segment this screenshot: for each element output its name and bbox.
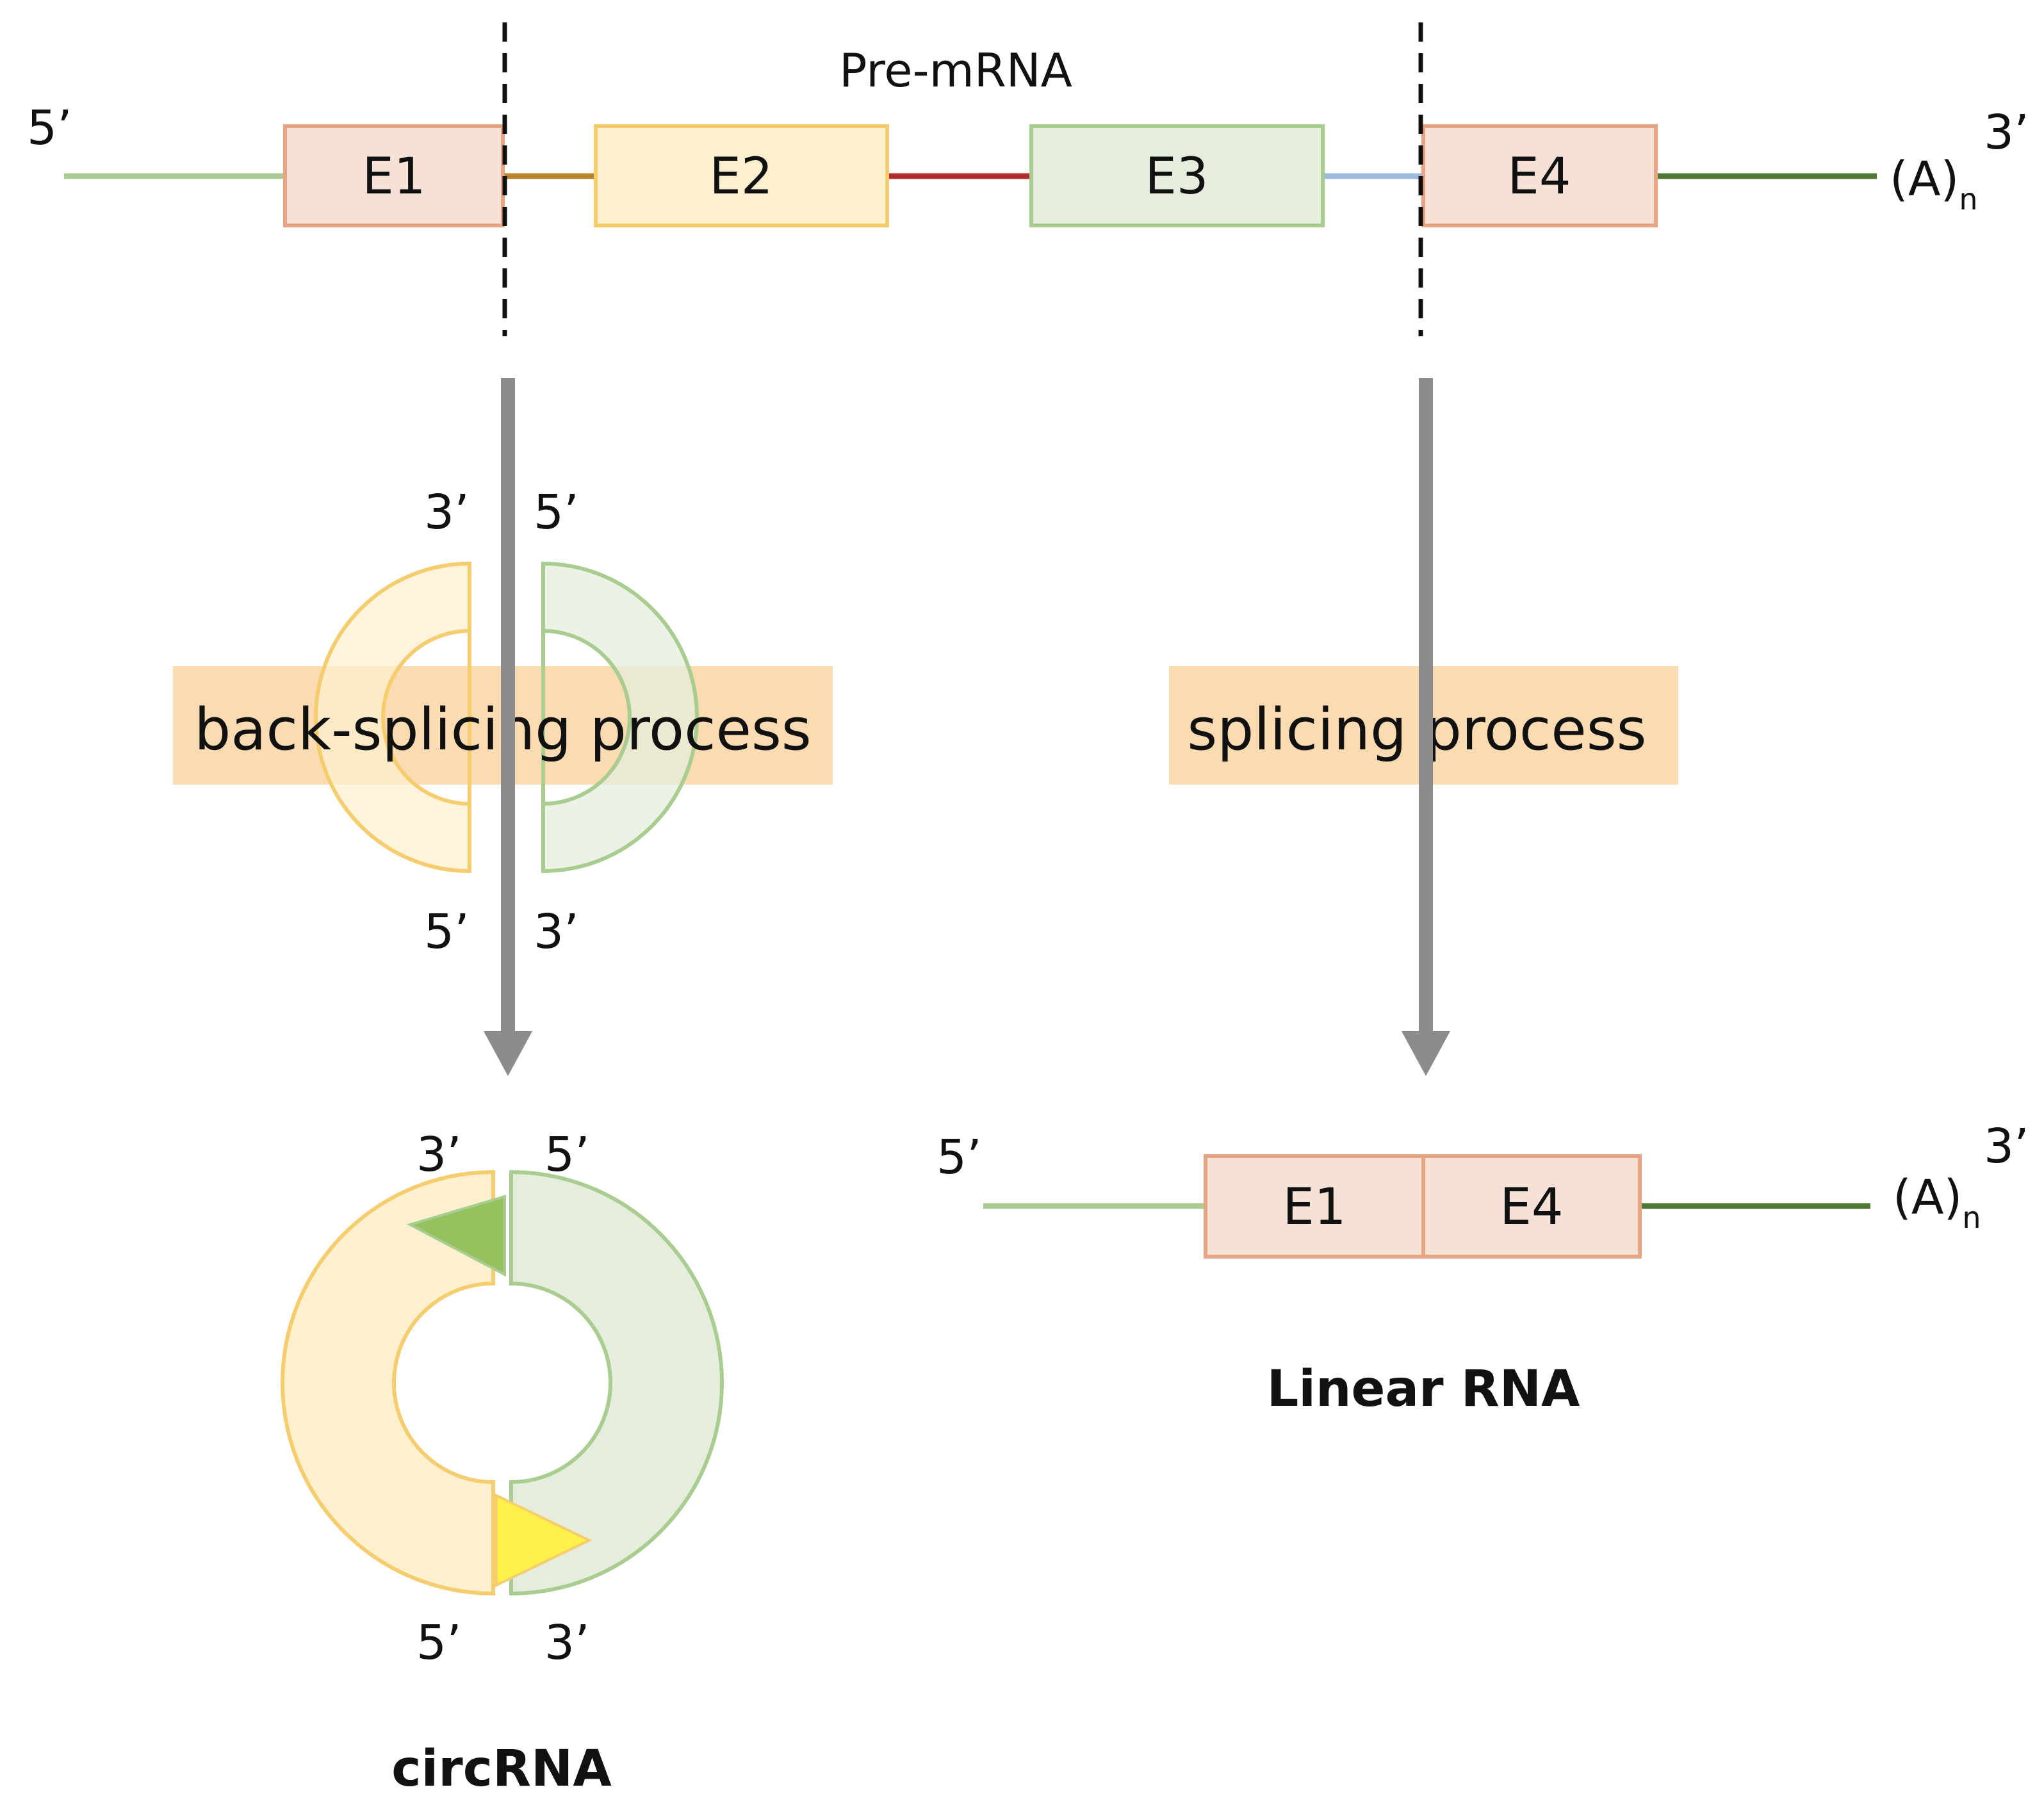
yellow-half-ring	[314, 561, 471, 874]
back-splicing-section: back-splicing process 3’ 5’ 5’ 3’	[173, 378, 833, 1076]
exon-e3: E3	[1029, 124, 1325, 227]
exon-e1-label: E1	[363, 148, 426, 206]
exon-e3-label: E3	[1145, 148, 1209, 206]
linear-3prime-label: 3’	[1984, 1119, 2029, 1174]
linear-exon-e1: E1	[1204, 1154, 1425, 1259]
back-splicing-bottom-right-label: 3’	[534, 904, 579, 959]
pre-mrna-3prime-label: 3’	[1984, 105, 2029, 160]
back-splicing-arrowhead	[484, 1031, 532, 1076]
circrna-title: circRNA	[391, 1740, 611, 1798]
exon-e4: E4	[1421, 124, 1658, 227]
back-splicing-top-right-label: 5’	[534, 485, 579, 540]
circrna-green-junction-marker	[406, 1194, 506, 1277]
circrna-top-right-label: 5’	[544, 1127, 590, 1182]
linear-exon-e1-label: E1	[1283, 1178, 1346, 1236]
linear-5prime-label: 5’	[936, 1130, 982, 1185]
exon-e2-box	[594, 124, 889, 227]
circrna-green-half	[509, 1170, 724, 1596]
circrna: 3’ 5’ 5’ 3’ circRNA	[281, 1127, 724, 1798]
circrna-yellow-half	[281, 1170, 495, 1596]
back-splicing-bottom-left-label: 5’	[424, 904, 470, 959]
splicing-section: splicing process	[1169, 378, 1678, 1076]
pre-mrna-title: Pre-mRNA	[839, 44, 1072, 97]
circrna-bottom-right-label: 3’	[544, 1615, 590, 1670]
exon-e1-box	[283, 124, 505, 227]
pre-mrna-5prime-label: 5’	[27, 101, 72, 156]
exon-e3-box	[1029, 124, 1325, 227]
exon-e2-label: E2	[710, 148, 773, 206]
pre-mrna: Pre-mRNA 5’ 3’ (A)n E1 E2 E3 E4	[27, 22, 2029, 336]
exon-e2: E2	[594, 124, 889, 227]
linear-polya-label: (A)n	[1893, 1170, 1981, 1235]
pre-mrna-polya-label: (A)n	[1890, 152, 1978, 216]
splicing-label: splicing process	[1187, 696, 1646, 763]
exon-e4-box	[1421, 124, 1658, 227]
back-splicing-top-left-label: 3’	[424, 485, 470, 540]
linear-exon-e4: E4	[1421, 1154, 1642, 1259]
exon-e1: E1	[283, 124, 505, 227]
linear-exon-e4-box	[1421, 1154, 1642, 1259]
green-half-ring	[541, 561, 699, 874]
linear-exon-e1-box	[1204, 1154, 1425, 1259]
linear-exon-e4-label: E4	[1500, 1178, 1564, 1236]
exon-e4-label: E4	[1508, 148, 1571, 206]
circrna-yellow-junction-marker	[495, 1493, 593, 1588]
circrna-bottom-left-label: 5’	[416, 1615, 462, 1670]
circrna-top-left-label: 3’	[416, 1127, 462, 1182]
splicing-arrowhead	[1402, 1031, 1450, 1076]
linear-rna-title: Linear RNA	[1267, 1360, 1580, 1418]
linear-rna: 5’ 3’ (A)n E1 E4 Linear RNA	[936, 1119, 2029, 1418]
